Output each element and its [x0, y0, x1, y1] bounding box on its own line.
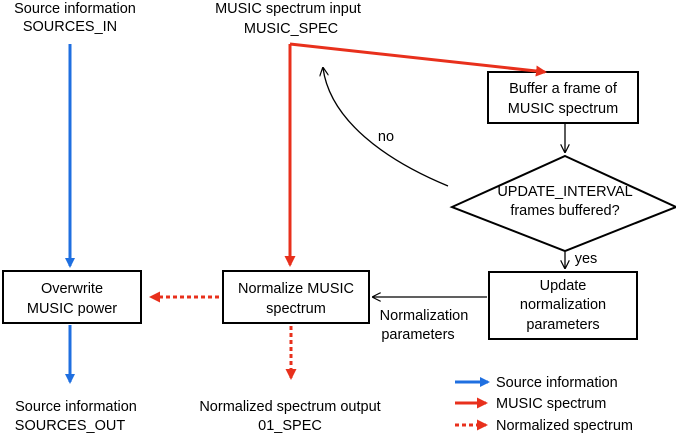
update-normalization-box: Update normalization parameters: [488, 271, 638, 340]
music-spec-label: MUSIC spectrum input MUSIC_SPEC: [215, 1, 361, 37]
spec-out-line1: Normalized spectrum output: [199, 399, 380, 415]
edge-label-normalization: Normalization: [380, 308, 469, 324]
sources-in-line2: SOURCES_IN: [23, 19, 117, 35]
legend-item-normalized-spectrum: Normalized spectrum: [455, 418, 633, 434]
sources-out-line1: Source information: [15, 399, 137, 415]
spec-out-line2: 01_SPEC: [258, 418, 322, 434]
legend-label-normalized-spectrum: Normalized spectrum: [496, 418, 633, 434]
update-line1: Update: [540, 278, 587, 294]
legend-label-source-information: Source information: [496, 375, 618, 391]
buffer-frame-box: Buffer a frame of MUSIC spectrum: [487, 71, 639, 124]
buffer-line2: MUSIC spectrum: [508, 101, 618, 117]
update-interval-decision: UPDATE_INTERVAL frames buffered?: [449, 154, 676, 253]
overwrite-line2: MUSIC power: [27, 301, 117, 317]
arrow-music-spec-to-buffer: [289, 42, 547, 77]
sources-in-line1: Source information: [14, 1, 136, 17]
sources-in-label: Source information SOURCES_IN: [14, 1, 136, 35]
normalize-line1: Normalize MUSIC: [238, 281, 354, 297]
normalize-spectrum-box: Normalize MUSIC spectrum: [222, 270, 370, 324]
decision-line1: UPDATE_INTERVAL: [497, 184, 632, 200]
legend-label-music-spectrum: MUSIC spectrum: [496, 396, 606, 412]
arrow-decision-no-loop: [323, 68, 449, 187]
edge-label-parameters: parameters: [381, 327, 454, 343]
music-spec-line1: MUSIC spectrum input: [215, 1, 361, 17]
legend-item-music-spectrum: MUSIC spectrum: [455, 396, 606, 412]
spec-out-label: Normalized spectrum output 01_SPEC: [199, 399, 380, 434]
buffer-line1: Buffer a frame of: [509, 81, 618, 97]
sources-out-line2: SOURCES_OUT: [15, 418, 126, 434]
update-line2: normalization: [520, 297, 606, 313]
decision-line2: frames buffered?: [510, 203, 619, 219]
edge-label-yes: yes: [575, 251, 598, 267]
overwrite-line1: Overwrite: [41, 281, 103, 297]
update-line3: parameters: [526, 317, 599, 333]
music-spec-line2: MUSIC_SPEC: [244, 21, 338, 37]
legend: Source information MUSIC spectrum Normal…: [455, 375, 633, 434]
overwrite-power-box: Overwrite MUSIC power: [2, 270, 142, 324]
sources-out-label: Source information SOURCES_OUT: [15, 399, 137, 434]
edge-label-no: no: [378, 129, 394, 145]
normalize-line2: spectrum: [266, 301, 326, 317]
legend-item-source-information: Source information: [455, 375, 618, 391]
